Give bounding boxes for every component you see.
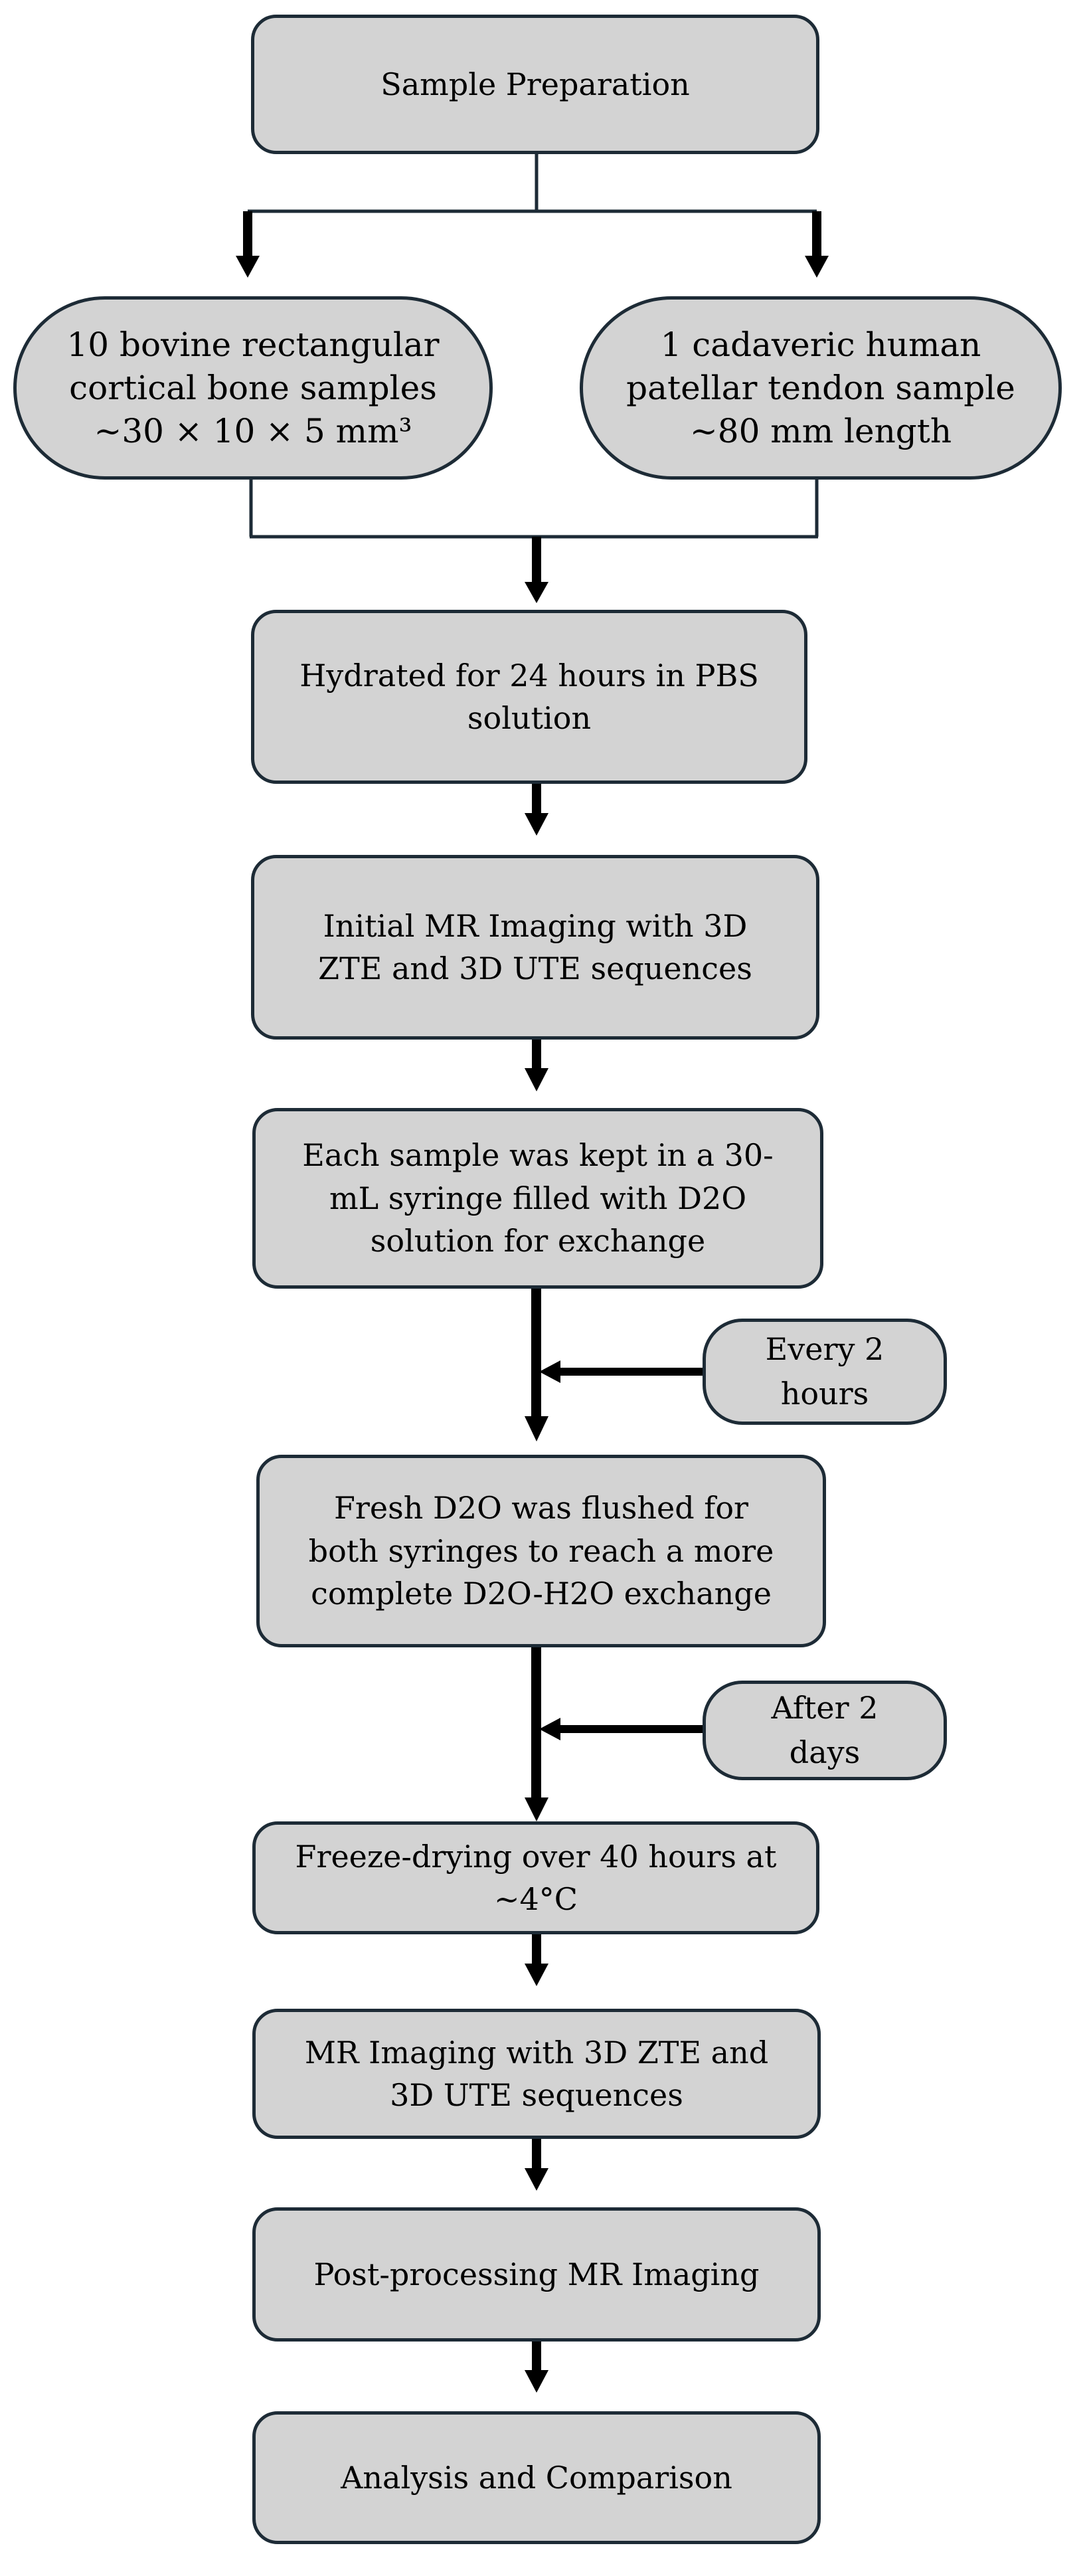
merge-arrow-head	[525, 582, 548, 603]
after-2-days-arrow-shaft	[558, 1725, 705, 1733]
initial-imaging-arrow-shaft	[532, 1038, 541, 1071]
hydrated-arrow-head	[525, 813, 548, 836]
syringe-arrow-shaft	[531, 1287, 541, 1419]
post-processing-box: Post-processing MR Imaging	[252, 2207, 821, 2342]
tendon-sample-box: 1 cadaveric human patellar tendon sample…	[580, 296, 1062, 480]
fresh-d2o-box: Fresh D2O was flushed for both syringes …	[256, 1455, 826, 1647]
post-processing-arrow-shaft	[532, 2340, 541, 2373]
analysis-label: Analysis and Comparison	[341, 2459, 732, 2496]
post-processing-arrow-head	[525, 2370, 548, 2393]
every-2-hours-label: Every 2 hours	[765, 1331, 884, 1412]
analysis-box: Analysis and Comparison	[252, 2411, 821, 2544]
after-2-days-label: After 2 days	[771, 1690, 879, 1770]
mr-imaging-box: MR Imaging with 3D ZTE and 3D UTE sequen…	[252, 2009, 821, 2139]
hydrated-label: Hydrated for 24 hours in PBS solution	[299, 657, 759, 736]
syringe-arrow-head	[525, 1416, 548, 1441]
initial-imaging-box: Initial MR Imaging with 3D ZTE and 3D UT…	[251, 855, 819, 1040]
mr-imaging-arrow-shaft	[532, 2138, 541, 2171]
merge-arrow-shaft	[532, 537, 541, 585]
freeze-drying-arrow-shaft	[532, 1933, 541, 1966]
hydrated-arrow-shaft	[532, 782, 541, 816]
freeze-drying-box: Freeze-drying over 40 hours at ~4°C	[252, 1821, 819, 1934]
syringe-box: Each sample was kept in a 30- mL syringe…	[252, 1108, 823, 1289]
every-2-hours-arrow-shaft	[558, 1368, 705, 1376]
fresh-d2o-arrow-head	[525, 1797, 548, 1821]
sample-preparation-label: Sample Preparation	[380, 66, 690, 102]
split-left-arrow-shaft	[243, 211, 252, 258]
after-2-days-arrow-head	[539, 1718, 560, 1740]
bovine-samples-box: 10 bovine rectangular cortical bone samp…	[13, 296, 493, 480]
every-2-hours-arrow-head	[539, 1360, 560, 1383]
hydrated-box: Hydrated for 24 hours in PBS solution	[251, 610, 807, 784]
tendon-sample-label: 1 cadaveric human patellar tendon sample…	[626, 325, 1015, 450]
split-left-arrow-head	[236, 256, 260, 278]
split-right-arrow-head	[805, 256, 829, 278]
split-right-arrow-shaft	[812, 211, 821, 258]
syringe-label: Each sample was kept in a 30- mL syringe…	[302, 1137, 774, 1259]
mr-imaging-label: MR Imaging with 3D ZTE and 3D UTE sequen…	[304, 2034, 769, 2113]
bovine-samples-label: 10 bovine rectangular cortical bone samp…	[66, 325, 440, 450]
fresh-d2o-label: Fresh D2O was flushed for both syringes …	[308, 1490, 774, 1612]
initial-imaging-label: Initial MR Imaging with 3D ZTE and 3D UT…	[318, 907, 752, 986]
post-processing-label: Post-processing MR Imaging	[313, 2256, 760, 2292]
fresh-d2o-arrow-shaft	[531, 1646, 541, 1800]
after-2-days-box: After 2 days	[703, 1681, 947, 1780]
initial-imaging-arrow-head	[525, 1068, 548, 1091]
freeze-drying-label: Freeze-drying over 40 hours at ~4°C	[295, 1838, 777, 1917]
every-2-hours-box: Every 2 hours	[703, 1319, 947, 1425]
freeze-drying-arrow-head	[525, 1964, 548, 1986]
sample-preparation-box: Sample Preparation	[251, 15, 819, 154]
mr-imaging-arrow-head	[525, 2168, 548, 2191]
